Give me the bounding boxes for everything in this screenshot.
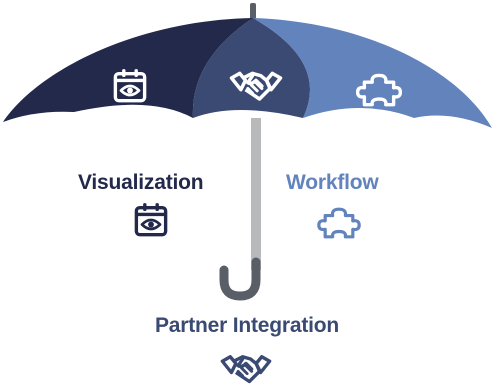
canopy-segment-partner-integration (192, 18, 311, 118)
canopy-segment-workflow (253, 18, 492, 128)
umbrella-handle (219, 257, 261, 301)
handshake-icon (220, 355, 272, 384)
umbrella-shaft (251, 118, 261, 270)
umbrella-tip (250, 3, 256, 23)
label-workflow: Workflow (286, 171, 379, 194)
label-partner-integration: Partner Integration (154, 314, 340, 337)
puzzle-icon (317, 207, 361, 239)
calendar-eye-icon (134, 202, 168, 237)
label-visualization: Visualization (78, 171, 204, 194)
canopy-segment-visualization (3, 18, 253, 122)
